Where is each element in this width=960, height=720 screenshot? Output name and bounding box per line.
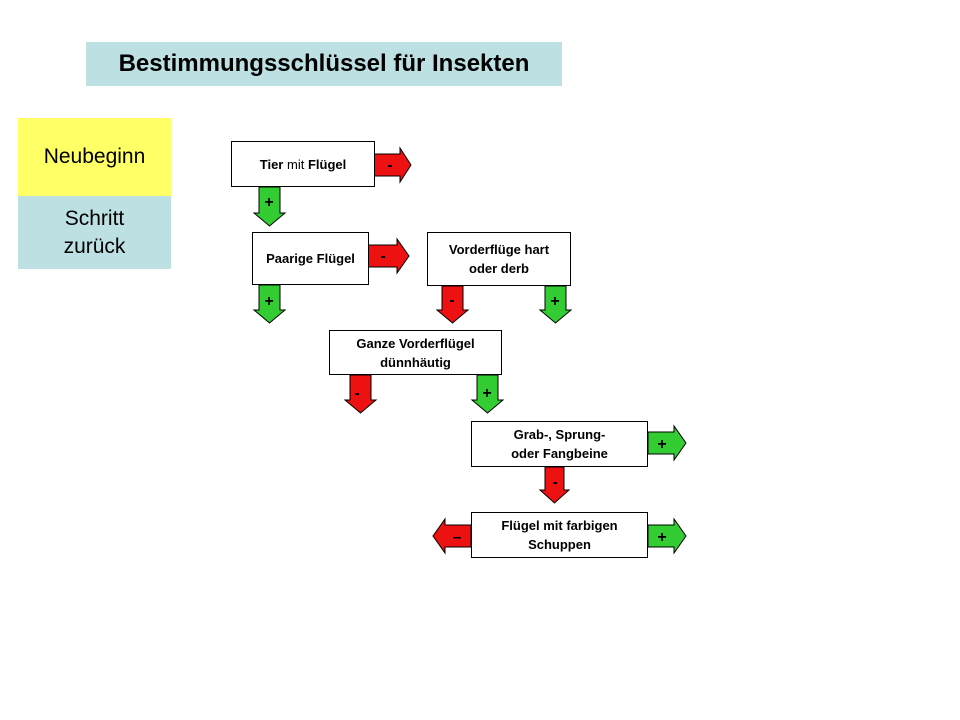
arrow-vorder-no-label: - xyxy=(449,292,454,309)
arrow-ganze-yes[interactable]: + xyxy=(470,374,505,414)
arrow-tier-yes[interactable]: + xyxy=(252,186,287,227)
node-grab-label: Grab-, Sprung- oder Fangbeine xyxy=(511,427,608,461)
node-paarige-label: Paarige Flügel xyxy=(266,251,355,266)
node-paarige-fluegel[interactable]: Paarige Flügel xyxy=(252,232,369,285)
arrow-tier-no[interactable]: - xyxy=(373,146,412,184)
arrow-paarige-yes[interactable]: + xyxy=(252,284,287,324)
restart-button[interactable]: Neubeginn xyxy=(18,118,171,196)
arrow-paarige-no-label: - xyxy=(380,248,385,265)
node-tier-label: Tier mit Flügel xyxy=(259,156,347,172)
arrow-ganze-yes-label: + xyxy=(482,385,491,402)
node-vorderfluege-label: Vorderflüge hart oder derb xyxy=(448,242,550,276)
arrow-grab-yes-label: + xyxy=(657,436,666,453)
node-vorderfluege-hart[interactable]: Vorderflüge hart oder derb xyxy=(427,232,571,286)
node-fluegel-farbige-schuppen[interactable]: Flügel mit farbigen Schuppen xyxy=(471,512,648,558)
node-tier-mit-fluegel[interactable]: Tier mit Flügel xyxy=(231,141,375,187)
arrow-schuppen-yes-label: + xyxy=(657,529,666,546)
arrow-paarige-yes-label: + xyxy=(264,293,273,310)
arrow-tier-yes-label: + xyxy=(264,194,273,211)
arrow-ganze-no-label: - xyxy=(354,385,359,402)
arrow-ganze-no[interactable]: - xyxy=(343,374,378,414)
node-ganze-vorderfluegel[interactable]: Ganze Vorderflügel dünnhäutig xyxy=(329,330,502,375)
arrow-vorder-yes[interactable]: + xyxy=(538,285,573,324)
restart-label: Neubeginn xyxy=(43,145,146,168)
arrow-grab-no-label: - xyxy=(552,474,557,491)
arrow-schuppen-no[interactable]: – xyxy=(432,517,472,555)
arrow-vorder-yes-label: + xyxy=(550,293,559,310)
step-back-label: Schritt zurück xyxy=(63,206,126,258)
arrow-tier-no-label: - xyxy=(387,157,392,174)
arrow-paarige-no[interactable]: - xyxy=(367,237,410,275)
arrow-grab-yes[interactable]: + xyxy=(647,424,687,462)
node-schuppen-label: Flügel mit farbigen Schuppen xyxy=(501,518,618,552)
arrow-vorder-no[interactable]: - xyxy=(435,285,470,324)
page-title: Bestimmungsschlüssel für Insekten xyxy=(86,42,562,86)
step-back-button[interactable]: Schritt zurück xyxy=(18,196,171,269)
arrow-grab-no[interactable]: - xyxy=(538,466,571,504)
arrow-schuppen-no-label: – xyxy=(453,529,462,546)
arrow-schuppen-yes[interactable]: + xyxy=(647,517,687,555)
node-ganze-label: Ganze Vorderflügel dünnhäutig xyxy=(356,335,475,370)
node-grab-sprung-fangbeine[interactable]: Grab-, Sprung- oder Fangbeine xyxy=(471,421,648,467)
